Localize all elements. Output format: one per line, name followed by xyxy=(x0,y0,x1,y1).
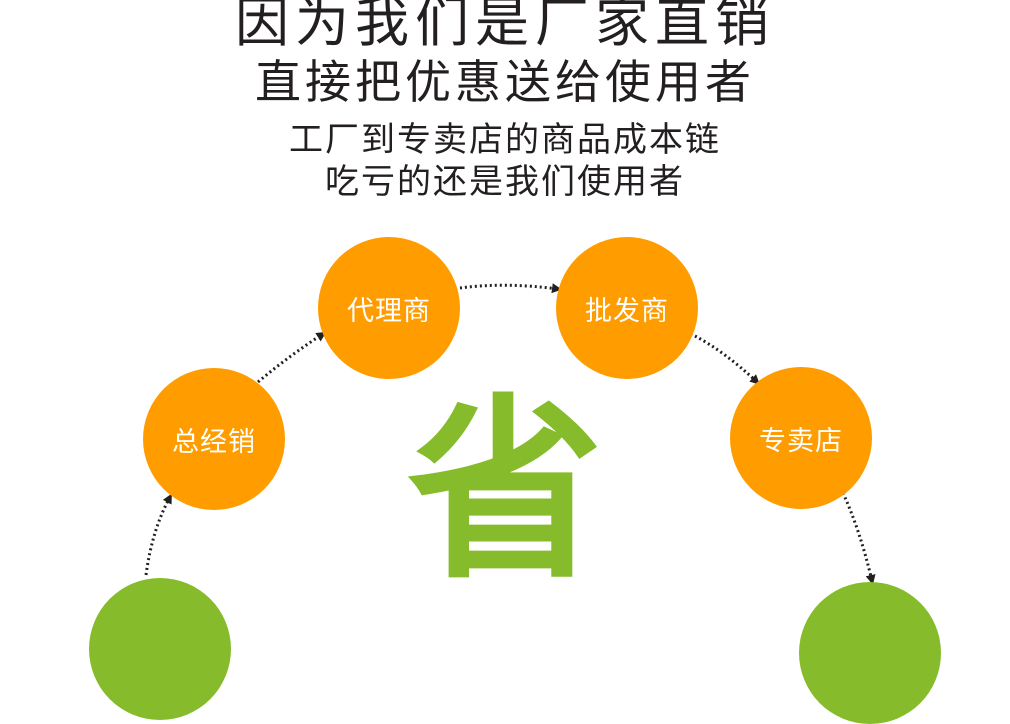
node-label: 代理商 xyxy=(347,295,431,327)
node-label: 专卖店 xyxy=(759,425,843,457)
node-agent: 代理商 xyxy=(318,237,460,379)
arrow-agent-to-wholesaler xyxy=(459,283,562,294)
node-label: 总经销 xyxy=(172,426,256,458)
node-wholesaler: 批发商 xyxy=(556,237,698,379)
headline-factory-direct: 因为我们是厂家直销 xyxy=(235,0,775,54)
green-node-start xyxy=(89,578,231,720)
headline-consumer-loss: 吃亏的还是我们使用者 xyxy=(325,162,685,202)
node-general-distributor: 总经销 xyxy=(143,368,285,510)
green-node-end xyxy=(799,582,941,724)
node-label: 批发商 xyxy=(585,295,669,327)
arrow-store-to-end xyxy=(841,492,876,585)
headline-discount: 直接把优惠送给使用者 xyxy=(255,55,755,109)
flow-arrows xyxy=(144,283,876,585)
arrow-start-to-general xyxy=(144,493,172,576)
node-specialty-store: 专卖店 xyxy=(730,367,872,509)
headline-cost-chain: 工厂到专卖店的商品成本链 xyxy=(289,120,721,160)
arrow-general-to-agent xyxy=(257,331,327,384)
save-character: 省 xyxy=(406,378,603,606)
arrow-wholesaler-to-store xyxy=(694,334,760,385)
